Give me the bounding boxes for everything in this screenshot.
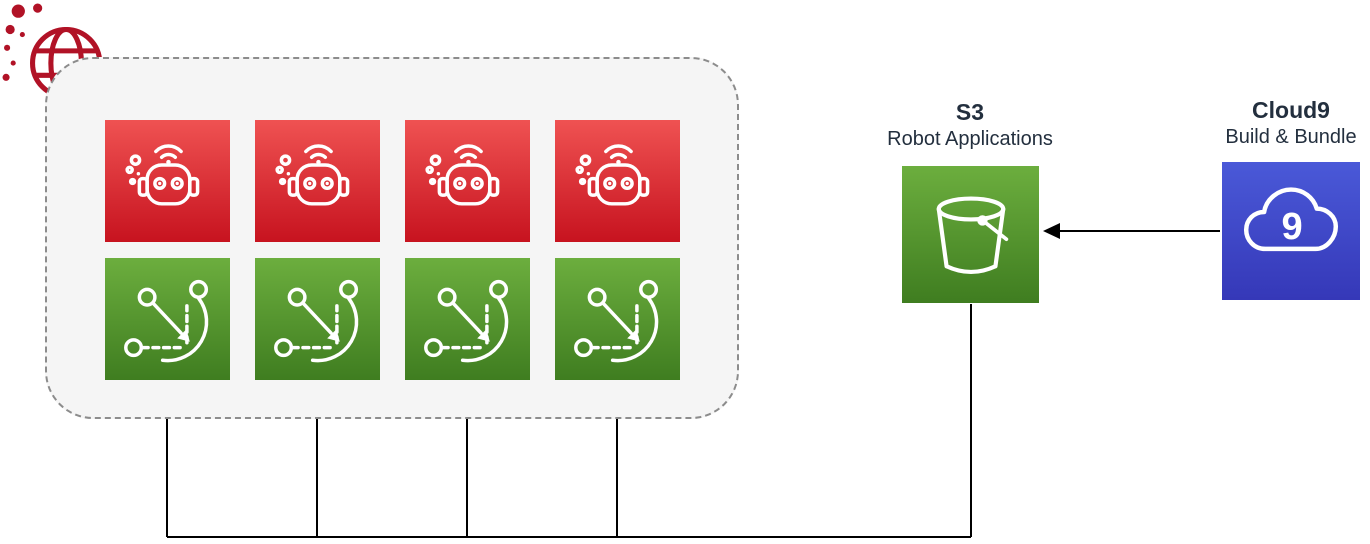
cloud9-number: 9	[1282, 206, 1303, 248]
robot-tile	[105, 120, 230, 242]
simulation-tile	[555, 258, 680, 380]
simulation-tile	[255, 258, 380, 380]
motion-path-icon	[274, 279, 359, 362]
robot-icon	[125, 143, 200, 206]
s3-title: S3	[955, 99, 985, 125]
motion-path-icon	[424, 279, 509, 362]
cloud9-title: Cloud9	[1252, 97, 1330, 123]
simulation-tile	[105, 258, 230, 380]
arrowhead	[1043, 223, 1060, 239]
simulation-tile	[405, 258, 530, 380]
robot-tile	[405, 120, 530, 242]
robot-icon	[575, 143, 650, 206]
robot-tile	[555, 120, 680, 242]
cloud9-subtitle: Build & Bundle	[1225, 125, 1357, 148]
motion-path-icon	[124, 279, 209, 362]
cloud9-label: Cloud9 Build & Bundle	[1181, 96, 1370, 150]
s3-subtitle: Robot Applications	[887, 127, 1053, 150]
motion-path-icon	[574, 279, 659, 362]
robot-icon	[425, 143, 500, 206]
s3-bucket-icon	[902, 166, 1039, 303]
robot-icon	[275, 143, 350, 206]
cloud9-icon: 9	[1222, 162, 1360, 300]
robot-tile	[255, 120, 380, 242]
s3-label: S3 Robot Applications	[860, 98, 1080, 152]
